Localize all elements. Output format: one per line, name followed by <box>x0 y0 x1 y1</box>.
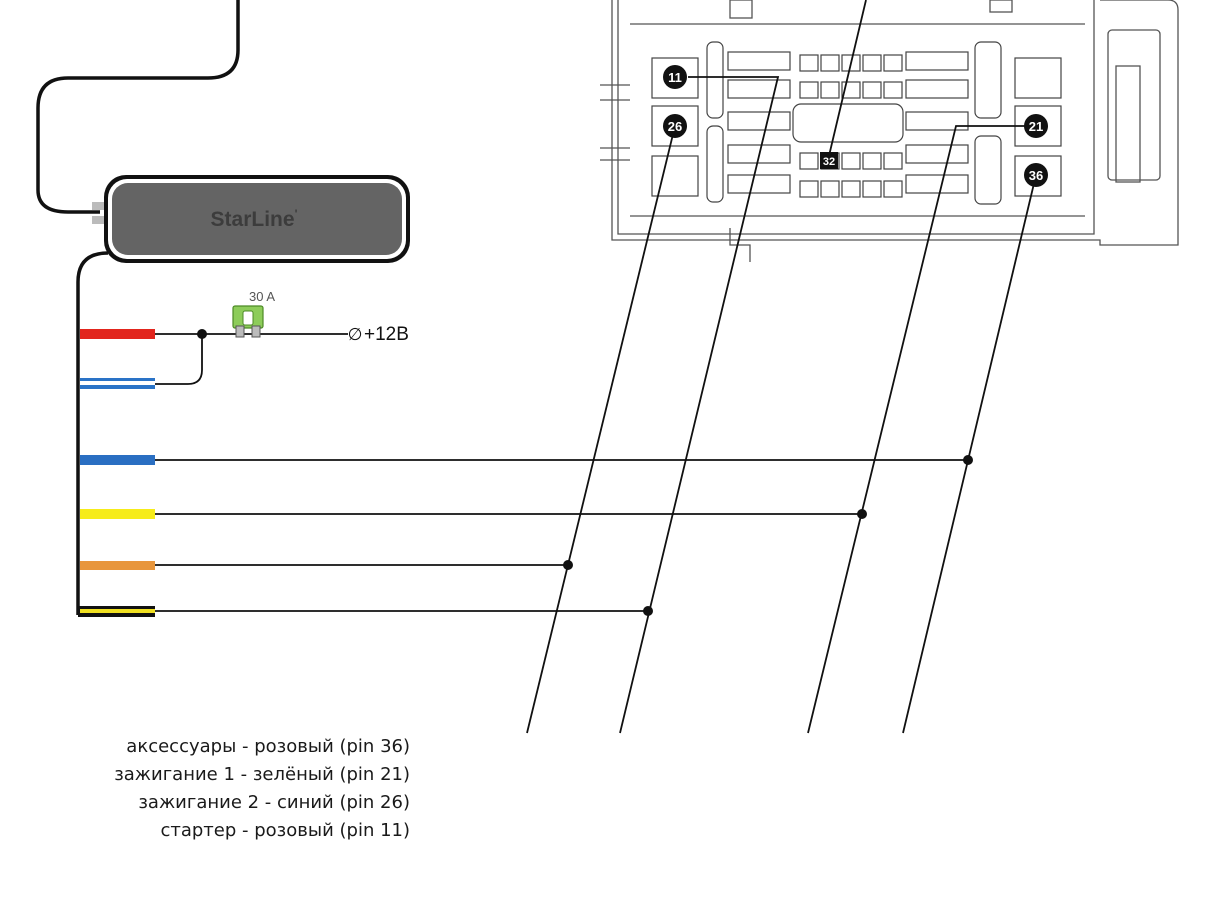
pin-11-marker: 11 <box>663 65 687 89</box>
splice-dot <box>563 560 573 570</box>
svg-text:21: 21 <box>1029 119 1043 134</box>
wire-orange <box>80 561 155 570</box>
fuse-rating: 30 A <box>249 289 275 304</box>
power-terminal-symbol: ∅ <box>348 325 363 344</box>
power-label: +12B <box>364 324 409 345</box>
power-junction-dot <box>197 329 207 339</box>
wire-blue-white <box>80 378 155 389</box>
wire-yellow <box>80 509 155 519</box>
pin-26-marker: 26 <box>663 114 687 138</box>
pin-32-marker: 32 <box>820 152 838 169</box>
wire-legend: аксессуары - розовый (pin 36) зажигание … <box>60 733 410 845</box>
starline-logo: StarLine' <box>211 207 298 231</box>
svg-text:26: 26 <box>668 119 682 134</box>
wire-red <box>80 329 155 339</box>
pin-36-marker: 36 <box>1024 163 1048 187</box>
legend-item-accessories: аксессуары - розовый (pin 36) <box>126 736 410 757</box>
wire-blue <box>80 455 155 465</box>
legend-item-ignition-2: зажигание 2 - синий (pin 26) <box>138 792 410 813</box>
legend-item-ignition-1: зажигание 1 - зелёный (pin 21) <box>114 764 410 785</box>
power-line <box>155 333 348 385</box>
svg-text:11: 11 <box>668 70 682 85</box>
splice-dot <box>643 606 653 616</box>
vehicle-connector <box>600 0 1179 262</box>
harness-trunk <box>76 251 109 615</box>
wire-black-yellow <box>78 606 155 617</box>
fuse-icon <box>232 305 264 338</box>
signal-lines <box>155 459 968 612</box>
splice-dot <box>963 455 973 465</box>
starline-unit: StarLine' <box>92 175 410 263</box>
unit-cable <box>36 0 240 214</box>
svg-text:32: 32 <box>823 156 835 168</box>
legend-item-starter: стартер - розовый (pin 11) <box>160 820 410 841</box>
vehicle-wires <box>526 0 1037 734</box>
splice-dot <box>857 509 867 519</box>
svg-text:36: 36 <box>1029 168 1043 183</box>
pin-21-marker: 21 <box>1024 114 1048 138</box>
